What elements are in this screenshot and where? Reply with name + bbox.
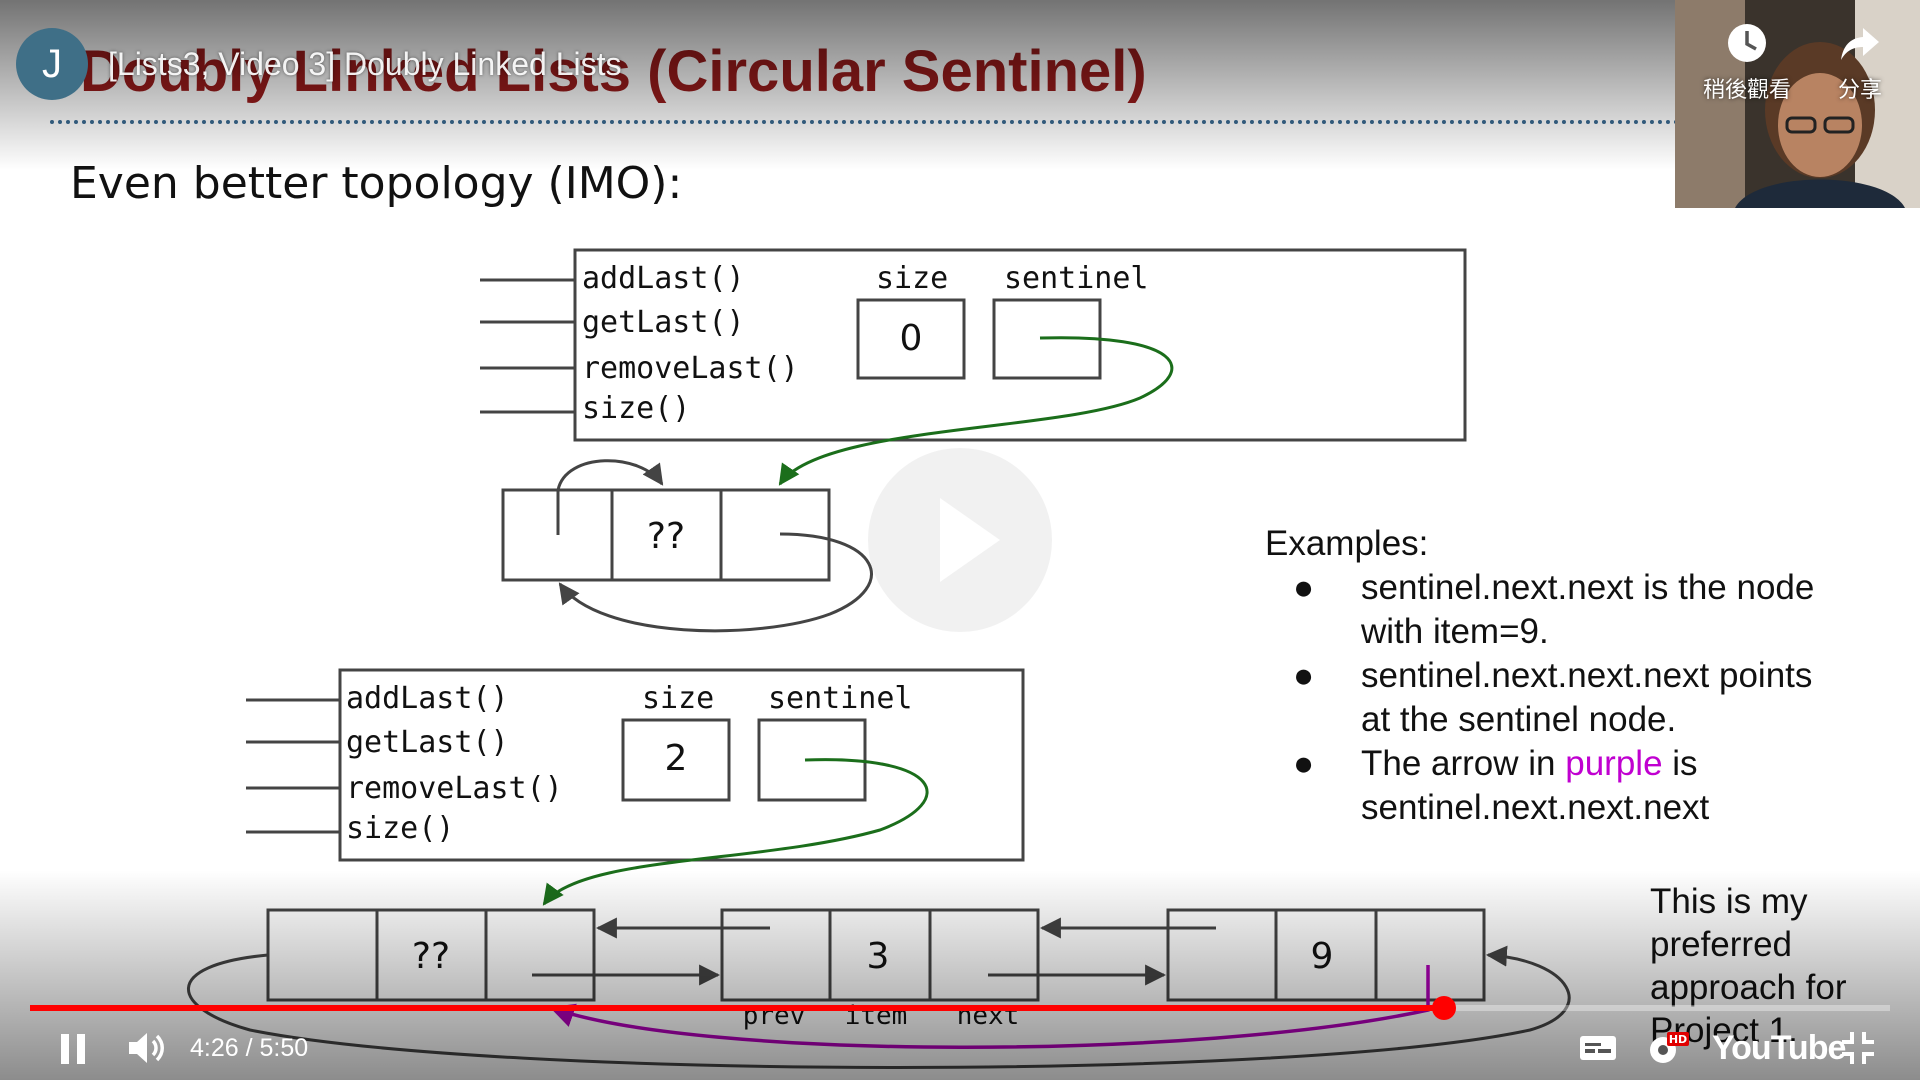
- examples-list: ● sentinel.next.next is the node with ite…: [1265, 566, 1825, 830]
- volume-button[interactable]: [125, 1023, 169, 1073]
- node-3-item: 3: [867, 936, 890, 977]
- progress-played: [30, 1005, 1444, 1011]
- bottom-node-chain: ?? 3 9 prev item next: [187, 908, 1571, 1069]
- purple-highlight: purple: [1565, 744, 1663, 783]
- top-sentinel-label: sentinel: [1004, 261, 1149, 296]
- bullet-icon: ●: [1293, 656, 1315, 695]
- top-method-getlast: getLast(): [582, 305, 745, 340]
- gear-icon: HD: [1650, 1032, 1689, 1063]
- example-item: ● sentinel.next.next.next points at the s…: [1265, 654, 1825, 742]
- time-display: 4:26 / 5:50: [190, 1023, 308, 1073]
- youtube-logo-text: YouTube: [1712, 1028, 1846, 1067]
- bottom-size-value: 2: [665, 738, 688, 779]
- top-size-label: size: [876, 261, 948, 296]
- hd-badge: HD: [1669, 1033, 1687, 1046]
- watch-later-button[interactable]: 稍後觀看: [1692, 22, 1802, 104]
- exit-fullscreen-button[interactable]: [1840, 1023, 1876, 1073]
- play-icon: [940, 498, 1000, 582]
- bottom-sentinel-label: sentinel: [768, 681, 913, 716]
- time-separator: /: [238, 1033, 260, 1062]
- share-label: 分享: [1837, 77, 1882, 102]
- clock-icon: [1728, 24, 1766, 62]
- top-method-size: size(): [582, 391, 690, 426]
- top-list-object: addLast() getLast() removeLast() size() …: [480, 248, 1467, 486]
- channel-avatar[interactable]: J: [16, 28, 88, 100]
- top-method-addlast: addLast(): [582, 261, 745, 296]
- scrubber-handle[interactable]: [1431, 996, 1456, 1020]
- node-sentinel-item: ??: [412, 936, 450, 977]
- share-button[interactable]: 分享: [1805, 22, 1915, 104]
- webcam-overlay: [1675, 0, 1920, 208]
- example-text: sentinel.next.next.next points at the se…: [1361, 656, 1813, 739]
- examples-block: Examples: ● sentinel.next.next is the nod…: [1265, 522, 1825, 830]
- captions-icon: [1580, 1036, 1616, 1060]
- bottom-method-removelast: removeLast(): [346, 771, 563, 806]
- top-method-removelast: removeLast(): [582, 351, 799, 386]
- node-9-item: 9: [1311, 936, 1334, 977]
- examples-heading: Examples:: [1265, 524, 1429, 563]
- youtube-logo[interactable]: YouTube: [1712, 1023, 1846, 1073]
- play-overlay-button[interactable]: [868, 448, 1052, 632]
- total-time: 5:50: [259, 1033, 309, 1062]
- bottom-method-addlast: addLast(): [346, 681, 509, 716]
- presenter-image: [1675, 0, 1920, 208]
- captions-button[interactable]: [1578, 1023, 1618, 1073]
- example-item: ● sentinel.next.next is the node with ite…: [1265, 566, 1825, 654]
- example-text-pre: The arrow in: [1361, 744, 1566, 783]
- current-time: 4:26: [190, 1033, 239, 1062]
- bottom-list-object: addLast() getLast() removeLast() size() …: [246, 668, 1025, 906]
- watch-later-label: 稍後觀看: [1702, 77, 1791, 102]
- top-sentinel-node: ??: [501, 459, 873, 633]
- progress-bar[interactable]: [30, 996, 1890, 1020]
- preferred-note: This is my preferred approach for Projec…: [1650, 882, 1847, 1050]
- bottom-method-getlast: getLast(): [346, 725, 509, 760]
- top-size-value: 0: [900, 318, 923, 359]
- share-icon: [1841, 28, 1879, 60]
- pause-button[interactable]: [55, 1023, 91, 1073]
- pause-icon: [61, 1034, 85, 1064]
- bottom-method-size: size(): [346, 811, 454, 846]
- video-title[interactable]: [Lists3, Video 3] Doubly Linked Lists: [108, 46, 622, 82]
- example-text: sentinel.next.next is the node with item…: [1361, 568, 1815, 651]
- top-node-item: ??: [647, 516, 685, 557]
- bullet-icon: ●: [1293, 744, 1315, 783]
- settings-button[interactable]: HD: [1645, 1023, 1691, 1073]
- example-item: ● The arrow in purple is sentinel.next.ne…: [1265, 742, 1825, 830]
- bullet-icon: ●: [1293, 568, 1315, 607]
- example-text-post: is sentinel.next.next.next: [1361, 744, 1710, 827]
- bottom-size-label: size: [642, 681, 714, 716]
- volume-icon: [129, 1033, 164, 1063]
- exit-fullscreen-icon: [1842, 1032, 1874, 1064]
